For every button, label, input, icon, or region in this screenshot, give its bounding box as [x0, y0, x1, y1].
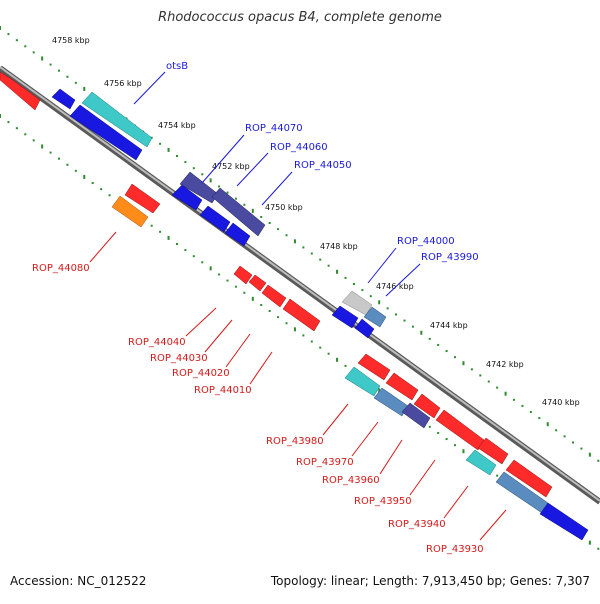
leader-line [89, 231, 117, 263]
scale-labels: 4758 kbp 4756 kbp 4754 kbp 4752 kbp 4750… [52, 36, 580, 407]
scale-track-top [0, 26, 600, 462]
leader-line [409, 459, 436, 496]
gene-label[interactable]: ROP_43950 [354, 496, 412, 507]
gene-label[interactable]: ROP_43970 [296, 457, 354, 468]
gene-feature[interactable] [111, 195, 149, 228]
gene-label[interactable]: otsB [166, 61, 188, 72]
gene-feature-ROP_44020[interactable] [261, 284, 287, 308]
gene-label[interactable]: ROP_43990 [421, 252, 479, 263]
scale-label: 4750 kbp [265, 203, 303, 212]
gene-feature[interactable] [385, 372, 419, 401]
gene-feature-ROP_44010[interactable] [282, 298, 321, 332]
gene-feature-ROP_43950[interactable] [435, 409, 485, 451]
gene-feature-ROP_43930[interactable] [505, 459, 553, 498]
gene-feature-ROP_43960[interactable] [401, 402, 431, 429]
gene-label[interactable]: ROP_43930 [426, 544, 484, 555]
gene-label[interactable]: ROP_44010 [194, 385, 252, 396]
scale-label: 4746 kbp [376, 282, 414, 291]
leader-line [133, 71, 166, 105]
leader-line [185, 307, 217, 337]
genome-backbone-highlight [0, 66, 600, 502]
scale-label: 4742 kbp [486, 360, 524, 369]
gene-feature[interactable] [539, 502, 589, 541]
gene-label[interactable]: ROP_43980 [266, 436, 324, 447]
scale-label: 4756 kbp [104, 79, 142, 88]
gene-feature[interactable] [199, 205, 231, 233]
leader-line [367, 247, 397, 284]
leader-line [385, 263, 421, 297]
leader-line [351, 421, 379, 457]
gene-label[interactable]: ROP_44060 [270, 142, 328, 153]
scale-label: 4740 kbp [542, 398, 580, 407]
scale-label: 4758 kbp [52, 36, 90, 45]
gene-label[interactable]: ROP_44000 [397, 236, 455, 247]
gene-feature-ROP_43940[interactable] [477, 437, 509, 465]
label-leaders-bottom [89, 231, 507, 541]
map-title: Rhodococcus opacus B4, complete genome [158, 10, 442, 25]
gene-feature[interactable] [331, 305, 359, 329]
leader-line [225, 333, 251, 368]
gene-feature[interactable] [357, 353, 391, 381]
leader-line [261, 171, 293, 206]
gene-feature[interactable] [413, 393, 441, 419]
leader-line [204, 319, 233, 353]
gene-feature[interactable] [465, 449, 497, 476]
accession-text: Accession: NC_012522 [10, 574, 147, 588]
gene-label[interactable]: ROP_43940 [388, 519, 446, 530]
leader-line [322, 403, 349, 436]
leader-line [443, 485, 469, 519]
leader-line [479, 509, 507, 541]
gene-feature[interactable] [69, 104, 143, 161]
scale-label: 4754 kbp [158, 121, 196, 130]
gene-labels-top: otsB ROP_44070 ROP_44060 ROP_44050 ROP_4… [166, 61, 479, 263]
gene-feature[interactable] [51, 88, 76, 110]
leader-line [201, 134, 245, 184]
gene-label[interactable]: ROP_44050 [294, 160, 352, 171]
gene-feature[interactable] [171, 184, 203, 211]
gene-feature-ROP_44060[interactable] [211, 187, 266, 237]
scale-label: 4752 kbp [212, 162, 250, 171]
leader-line [236, 152, 269, 187]
gene-label[interactable]: ROP_44020 [172, 368, 230, 379]
gene-label[interactable]: ROP_44070 [245, 123, 303, 134]
leader-line [379, 439, 403, 475]
scale-label: 4744 kbp [430, 321, 468, 330]
gene-feature-ROP_43990[interactable] [363, 306, 387, 328]
gene-feature-ROP_44040[interactable] [233, 265, 253, 285]
genes-upper-strand [51, 88, 589, 541]
scale-label: 4748 kbp [320, 242, 358, 251]
genome-stats-text: Topology: linear; Length: 7,913,450 bp; … [270, 574, 590, 588]
gene-labels-bottom: ROP_44080 ROP_44040 ROP_44030 ROP_44020 … [32, 263, 484, 555]
gene-label[interactable]: ROP_44080 [32, 263, 90, 274]
gene-feature-ROP_44030[interactable] [248, 274, 267, 292]
leader-line [249, 351, 273, 385]
gene-feature-ROP_44050[interactable] [224, 222, 251, 247]
gene-label[interactable]: ROP_43960 [322, 475, 380, 486]
gene-feature[interactable] [354, 318, 375, 339]
gene-feature-otsB[interactable] [81, 91, 153, 148]
gene-label[interactable]: ROP_44040 [128, 337, 186, 348]
gene-feature-ROP_43980[interactable] [344, 366, 381, 397]
gene-feature-ROP_44080[interactable] [124, 183, 161, 214]
genes-lower-strand [0, 71, 553, 498]
gene-label[interactable]: ROP_44030 [150, 353, 208, 364]
label-leaders-top [133, 71, 421, 297]
gene-feature[interactable] [0, 71, 41, 111]
gene-feature-ROP_44000[interactable] [341, 290, 373, 316]
